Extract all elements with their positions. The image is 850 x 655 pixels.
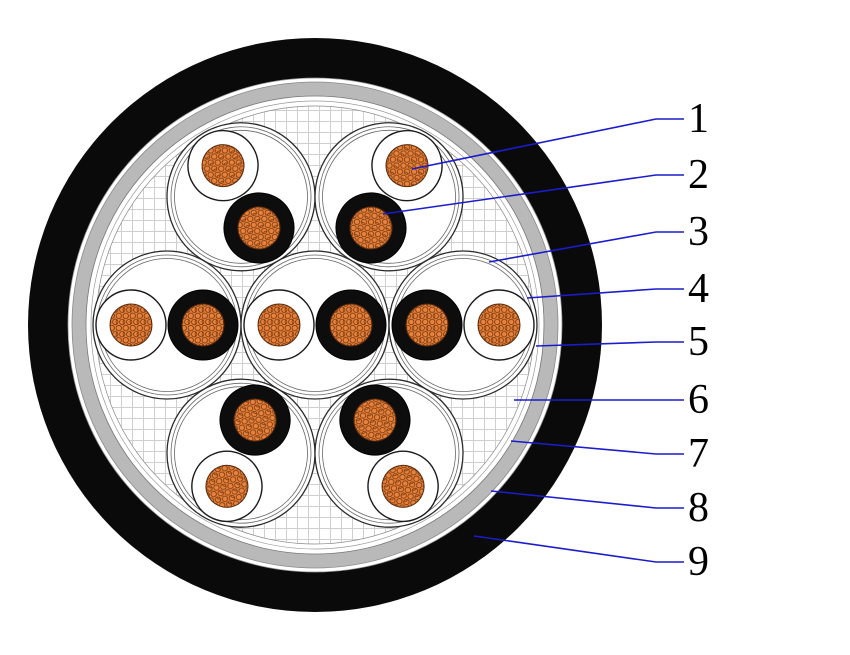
leader-line-8: [490, 490, 684, 509]
callout-4: 4: [526, 266, 709, 312]
leader-line-7: [510, 440, 684, 455]
pair-unit-middle-left: [92, 250, 242, 400]
callout-label-7: 7: [688, 431, 709, 477]
callout-label-4: 4: [688, 266, 709, 312]
callout-9: 9: [473, 535, 709, 585]
leader-line-2: [382, 174, 684, 215]
callout-label-8: 8: [688, 485, 709, 531]
pair-unit-middle-right: [388, 250, 538, 400]
leader-line-3: [488, 231, 684, 263]
callouts: 1 2 3 4 5 6 7 8: [382, 96, 709, 585]
leader-line-5: [535, 341, 684, 347]
callout-7: 7: [510, 431, 709, 477]
leader-line-9: [473, 535, 684, 563]
leader-line-4: [526, 288, 684, 299]
callout-label-6: 6: [688, 377, 709, 423]
callout-8: 8: [490, 485, 709, 531]
callout-label-5: 5: [688, 319, 709, 365]
callout-label-2: 2: [688, 152, 709, 198]
callout-label-3: 3: [688, 209, 709, 255]
pair-unit-center: [240, 250, 390, 400]
wrap-tape-line: [90, 100, 540, 550]
leader-line-1: [411, 118, 684, 170]
callout-1: 1: [411, 96, 709, 170]
callout-label-9: 9: [688, 539, 709, 585]
callout-label-1: 1: [688, 96, 709, 142]
callout-3: 3: [488, 209, 709, 263]
callout-2: 2: [382, 152, 709, 215]
callout-5: 5: [535, 319, 709, 365]
callout-6: 6: [514, 377, 709, 423]
